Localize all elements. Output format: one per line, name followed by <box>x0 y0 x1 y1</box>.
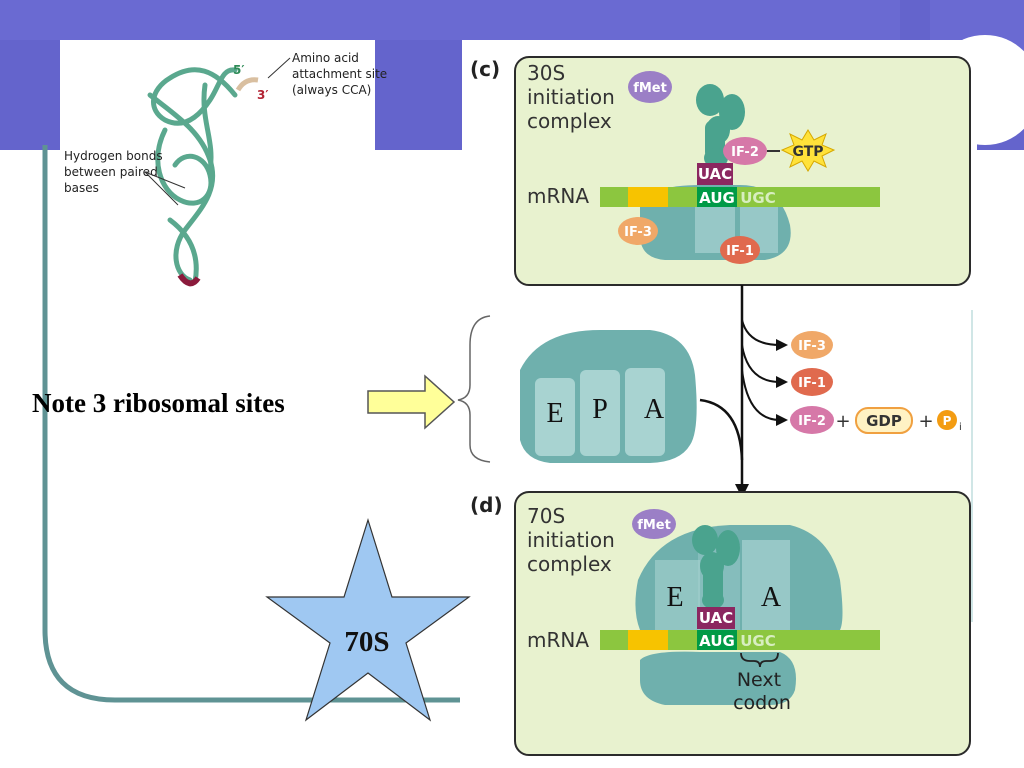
if1-bound-label: IF-1 <box>726 244 754 259</box>
if2-bound <box>723 137 767 165</box>
frame-line <box>42 145 460 703</box>
start-codon-c <box>697 187 737 207</box>
p-site-box <box>580 370 620 456</box>
phosphate-label: P <box>943 414 952 428</box>
phosphate-subscript: i <box>959 422 962 433</box>
shine-dalgarno-d <box>628 630 668 650</box>
if1-bound <box>720 236 760 264</box>
anticodon-c <box>697 163 733 185</box>
shine-dalgarno-c <box>628 187 668 207</box>
curly-brace <box>457 315 491 463</box>
e-site-label: E <box>546 398 563 429</box>
mrna-d-label: mRNA <box>527 628 589 652</box>
gdp-pill <box>855 407 913 434</box>
note-text: Note 3 ribosomal sites <box>32 388 285 418</box>
next-codon-d-label: Next codon <box>733 669 791 714</box>
trna-molecule <box>147 67 238 285</box>
a-site-d-label: A <box>761 582 782 613</box>
cca-end <box>235 77 259 92</box>
start-codon-d <box>697 630 737 650</box>
gtp-label: GTP <box>792 144 823 160</box>
if3-released <box>791 331 833 359</box>
star-shape <box>265 517 471 722</box>
next-codon-c-label: UGC <box>740 189 776 207</box>
panel-d: (d) 70S initiation complex fMet E A UAC … <box>470 491 971 756</box>
phosphate-icon <box>937 410 957 430</box>
ribosome-sites-diagram: E P A <box>520 330 697 463</box>
a-site-label: A <box>644 394 665 425</box>
fmet-d <box>632 509 676 539</box>
start-codon-c-label: AUG <box>699 189 735 207</box>
anticodon-c-label: UAC <box>698 165 732 183</box>
plus-sign-1: + <box>835 411 850 432</box>
e-site-d-label: E <box>666 582 683 613</box>
anticodon-d-label: UAC <box>699 609 733 627</box>
note-callout: Note 3 ribosomal sites <box>32 315 491 463</box>
a-site-box <box>625 368 665 456</box>
panel-d-letter: (d) <box>470 493 503 517</box>
if2-released-label: IF-2 <box>798 414 826 429</box>
amino-acid-site-label: Amino acid attachment site (always CCA) <box>292 51 391 97</box>
small-subunit-d <box>640 651 796 705</box>
fmet-c-label: fMet <box>633 81 667 96</box>
start-codon-d-label: AUG <box>699 632 735 650</box>
fmet-d-label: fMet <box>637 518 671 533</box>
panel-c-title: 30S initiation complex <box>527 61 621 133</box>
transition-arrows <box>699 285 788 498</box>
if2-released <box>790 406 834 434</box>
gdp-label: GDP <box>866 412 902 430</box>
next-codon-brace <box>740 652 779 668</box>
five-prime-label: 5′ <box>233 63 245 77</box>
gtp-burst <box>780 129 836 172</box>
plus-sign-2: + <box>918 411 933 432</box>
yellow-arrow-icon <box>367 374 456 430</box>
mrna-c <box>600 187 880 207</box>
if3-bound <box>618 217 658 245</box>
fmet-c <box>628 71 672 103</box>
if2-bound-label: IF-2 <box>731 145 759 160</box>
panel-c-letter: (c) <box>470 57 500 81</box>
next-codon-d-seq: UGC <box>740 632 776 650</box>
anticodon-d <box>697 607 735 629</box>
if3-released-label: IF-3 <box>798 339 826 354</box>
three-prime-label: 3′ <box>257 88 269 102</box>
mrna-d <box>600 630 880 650</box>
panel-c: (c) 30S initiation complex fMet IF-2 GTP… <box>462 40 977 310</box>
if1-released <box>791 368 833 396</box>
panel-d-title: 70S initiation complex <box>527 504 621 576</box>
p-site-label: P <box>592 394 608 425</box>
if1-released-label: IF-1 <box>798 376 826 391</box>
anticodon-loop <box>177 273 201 287</box>
star-text: 70S <box>344 626 389 658</box>
trna-figure: 5′ 3′ Amino acid attachment site (always… <box>60 40 391 300</box>
e-site-box <box>535 378 575 456</box>
star-callout: 70S <box>265 517 471 722</box>
initiator-trna-d <box>692 525 740 609</box>
mrna-c-label: mRNA <box>527 184 589 208</box>
if3-bound-label: IF-3 <box>624 225 652 240</box>
hydrogen-bonds-label: Hydrogen bonds between paired bases <box>64 149 166 195</box>
released-factors: IF-3 IF-1 IF-2 + GDP + P i <box>790 331 962 434</box>
